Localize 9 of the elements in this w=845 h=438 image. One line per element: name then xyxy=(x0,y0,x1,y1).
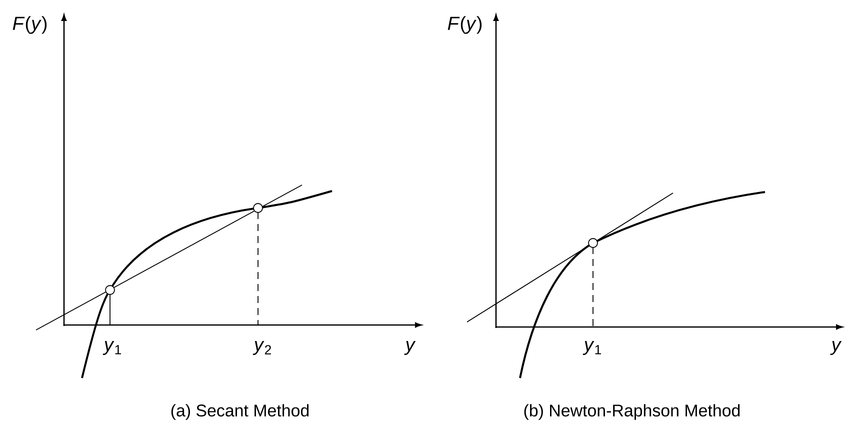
caption: (a) Secant Method xyxy=(171,404,309,420)
tick-label: y$_{1}$ xyxy=(582,341,601,355)
caption: (b) Newton-Raphson Method xyxy=(524,404,740,420)
tick-label: y$_{2}$ xyxy=(252,341,271,355)
axis-label: F(y) xyxy=(448,16,482,34)
axis-label: y xyxy=(830,341,842,355)
axis-label: F(y) xyxy=(12,16,47,34)
tick-label: y$_{1}$ xyxy=(102,341,121,355)
axis-label: y xyxy=(404,341,416,355)
